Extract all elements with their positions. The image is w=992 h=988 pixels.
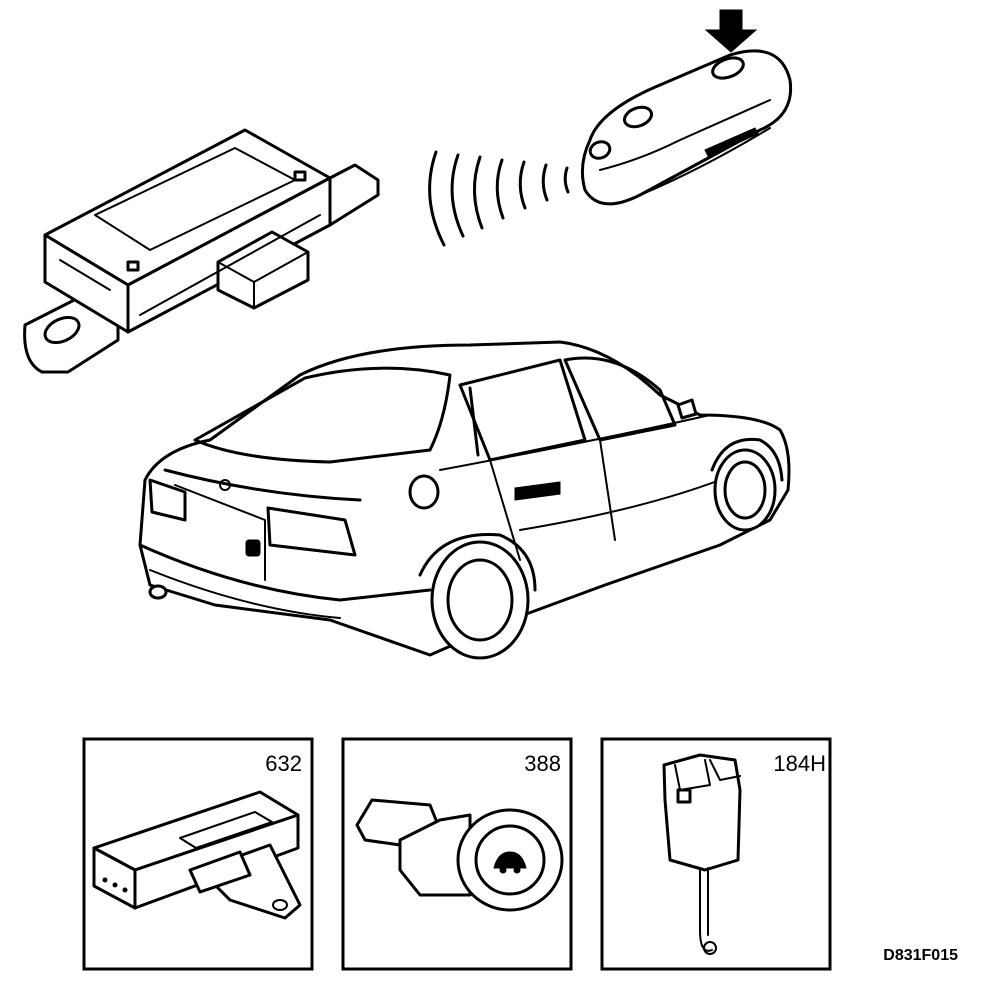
car-illustration bbox=[138, 340, 791, 660]
part-label-632: 632 bbox=[265, 751, 302, 776]
figure-id: D831F015 bbox=[883, 947, 958, 964]
part-box-184h: 184H bbox=[600, 737, 832, 971]
part-box-388: 388 bbox=[341, 737, 573, 971]
radio-signal-waves bbox=[428, 150, 570, 247]
part-label-388: 388 bbox=[524, 751, 561, 776]
control-module-illustration bbox=[23, 128, 380, 374]
remote-key-fob-illustration bbox=[580, 9, 793, 206]
part-box-632: 632 bbox=[82, 737, 314, 971]
part-label-184h: 184H bbox=[773, 751, 826, 776]
